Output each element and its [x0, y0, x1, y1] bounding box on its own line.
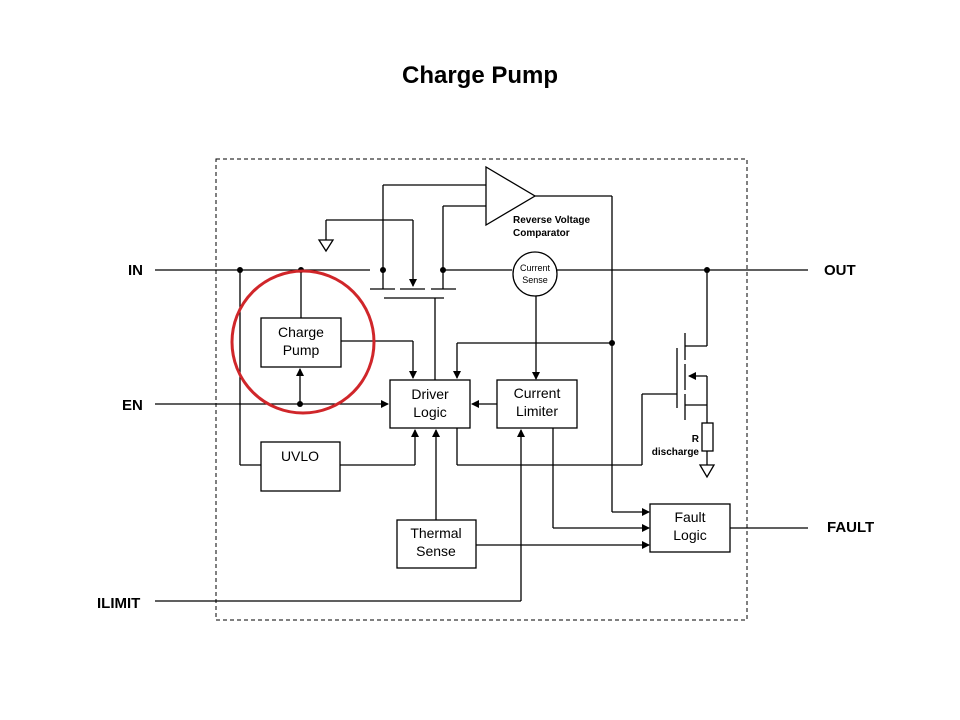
ic-boundary [215, 158, 748, 621]
pin-fault: FAULT [827, 519, 874, 536]
resistor-icon [701, 422, 714, 452]
svg-text:R: R [692, 434, 700, 445]
pin-ilimit: ILIMIT [97, 595, 140, 612]
comparator-label-1: Reverse Voltage [513, 215, 591, 226]
svg-text:Limiter: Limiter [516, 403, 558, 419]
pass-mosfet [317, 219, 456, 380]
svg-text:Charge: Charge [278, 324, 324, 340]
ground-icon [698, 464, 716, 479]
charge-pump-block: Charge Pump [260, 270, 417, 404]
uvlo-block: UVLO [239, 270, 419, 492]
pin-in: IN [128, 262, 143, 279]
svg-text:Fault: Fault [674, 509, 705, 525]
svg-text:Thermal: Thermal [410, 525, 461, 541]
svg-text:UVLO: UVLO [281, 448, 319, 464]
svg-text:discharge: discharge [652, 447, 700, 458]
svg-text:Pump: Pump [283, 342, 320, 358]
ground-icon [317, 239, 335, 253]
thermal-sense-block: Thermal Sense [396, 429, 650, 569]
driver-logic-block: Driver Logic [389, 342, 677, 466]
svg-text:Current: Current [520, 263, 551, 273]
page-title: Charge Pump [401, 62, 559, 89]
reverse-voltage-comparator: Reverse Voltage Comparator [382, 165, 650, 516]
svg-text:Sense: Sense [522, 275, 548, 285]
pin-en: EN [122, 397, 143, 414]
discharge-mosfet: R discharge [652, 270, 716, 479]
svg-text:Logic: Logic [413, 404, 446, 420]
current-limiter-block: Current Limiter [471, 379, 650, 532]
svg-text:Sense: Sense [416, 543, 456, 559]
fault-logic-block: Fault Logic [649, 503, 808, 553]
current-sense: Current Sense [512, 251, 558, 380]
pin-out: OUT [824, 262, 856, 279]
svg-text:Current: Current [514, 385, 561, 401]
highlight-circle [230, 269, 376, 415]
svg-text:Logic: Logic [673, 527, 706, 543]
comparator-label-2: Comparator [513, 228, 570, 239]
ilimit-line [155, 429, 525, 602]
svg-text:Driver: Driver [411, 386, 449, 402]
